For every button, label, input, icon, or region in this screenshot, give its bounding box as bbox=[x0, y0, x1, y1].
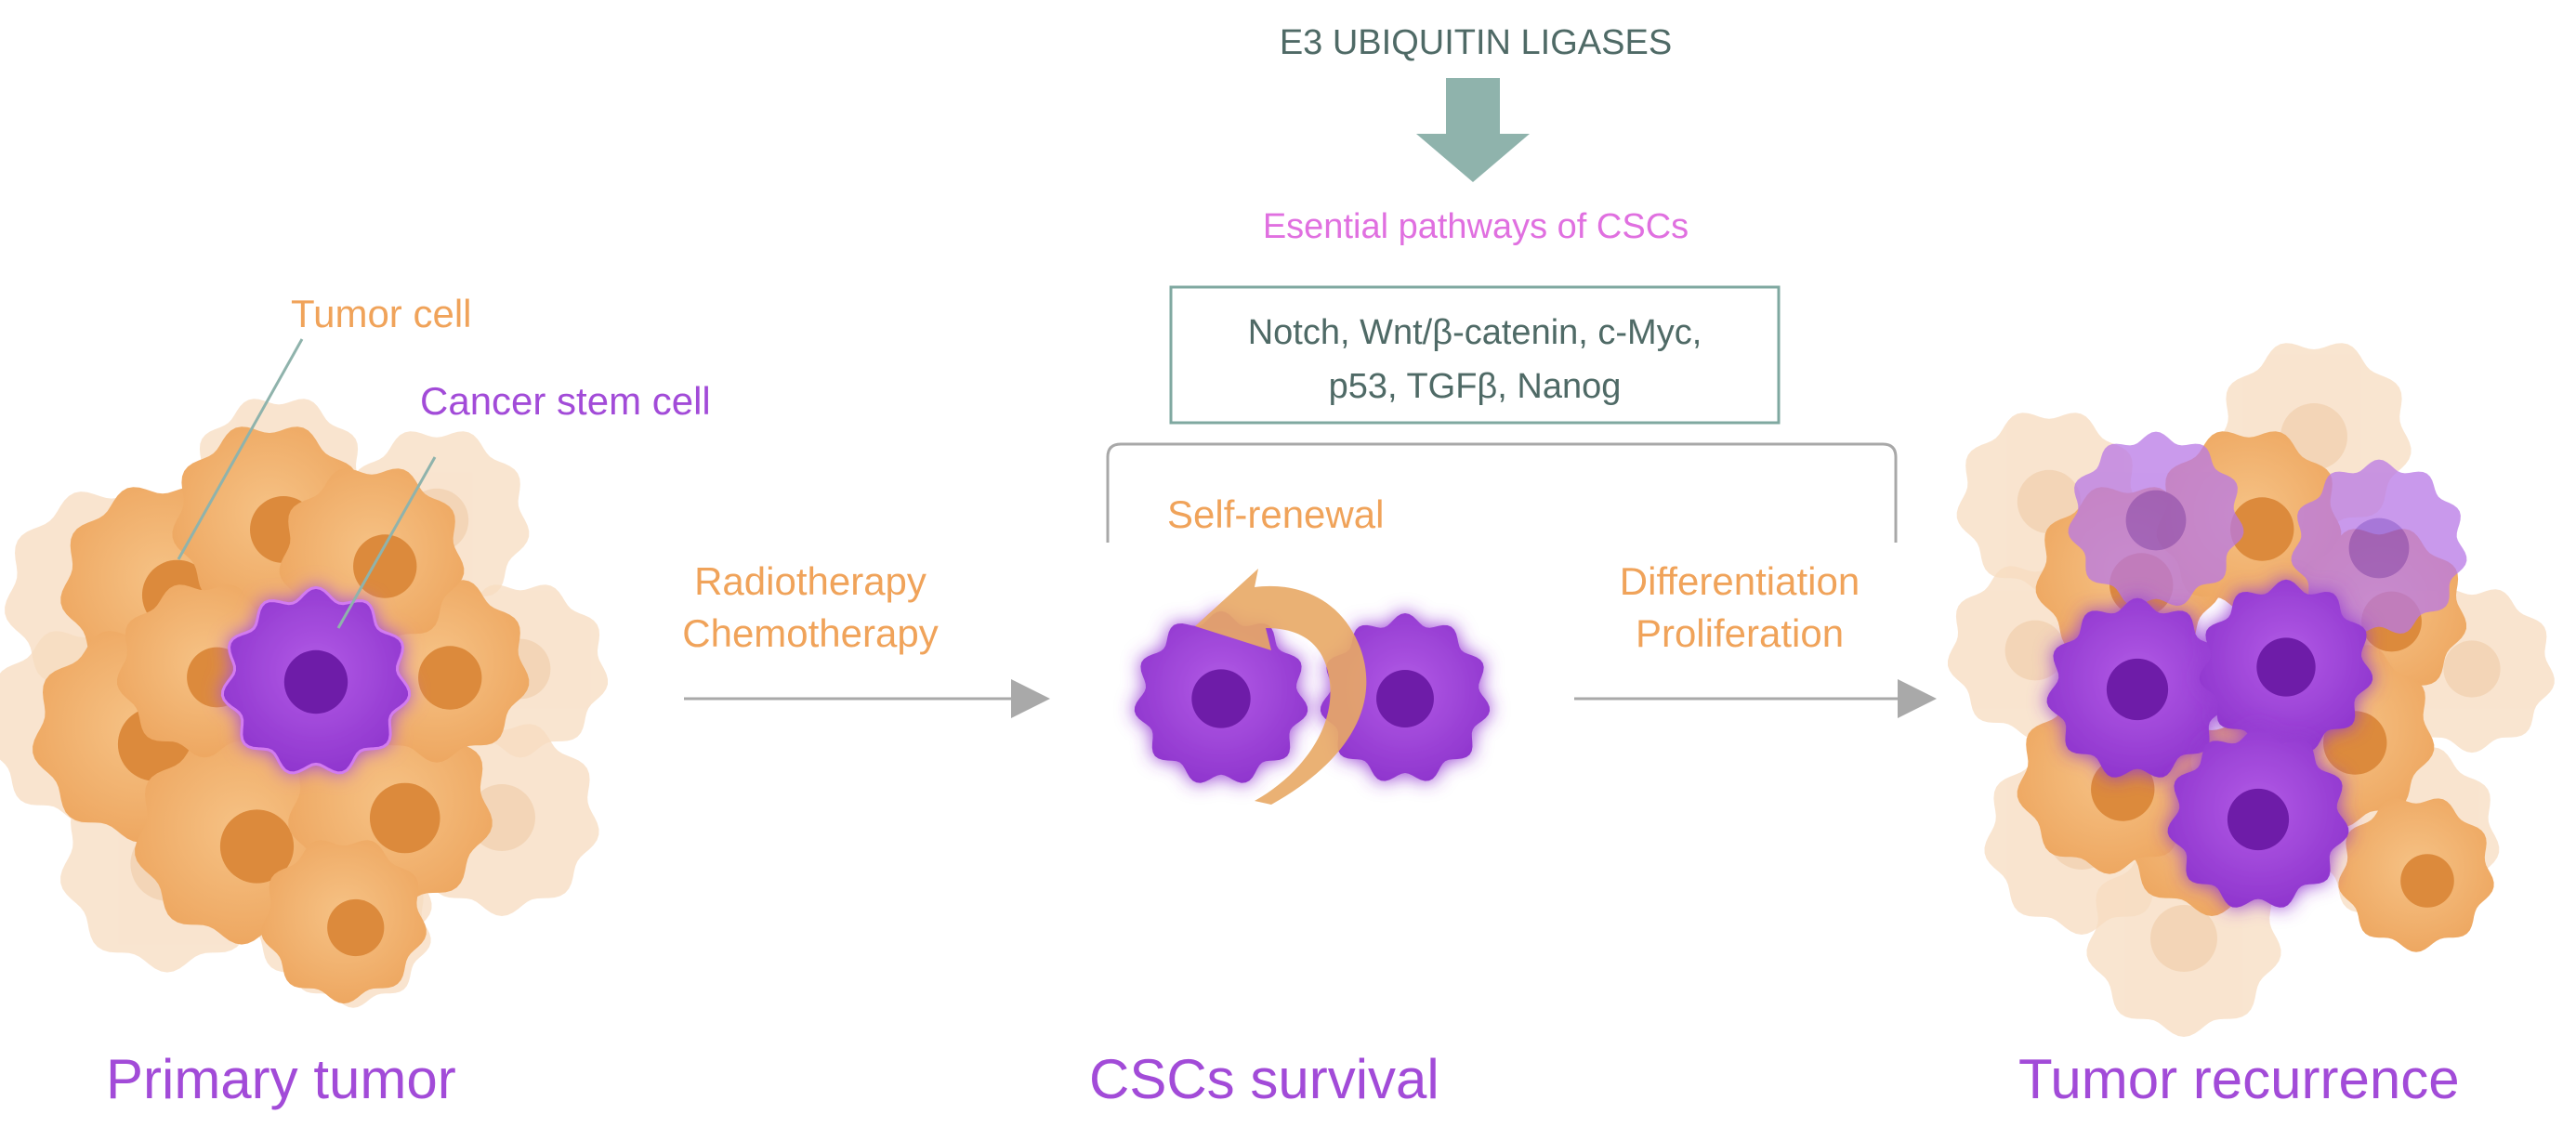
tumor-cell-pointer bbox=[177, 338, 304, 560]
tumor-cell bbox=[261, 840, 427, 1004]
csc-survival-cells bbox=[1134, 610, 1491, 783]
cancer-stem-cell-label: Cancer stem cell bbox=[420, 379, 711, 423]
cancer-stem-cell bbox=[2046, 597, 2228, 778]
primary-tumor-cluster bbox=[0, 399, 608, 1008]
cancer-stem-cell bbox=[2291, 459, 2467, 634]
tumor-cell bbox=[2338, 798, 2494, 952]
proliferation-label: Proliferation bbox=[1636, 611, 1844, 655]
chemotherapy-label: Chemotherapy bbox=[682, 611, 938, 655]
pathways-line-2: p53, TGFβ, Nanog bbox=[1329, 367, 1622, 406]
differentiation-label: Differentiation bbox=[1620, 559, 1860, 603]
cancer-stem-cell bbox=[220, 585, 412, 775]
cscs-survival-title: CSCs survival bbox=[1089, 1048, 1439, 1110]
cancer-stem-cell bbox=[1134, 610, 1308, 783]
pathways-box bbox=[1169, 285, 1781, 425]
cancer-stem-cell bbox=[1320, 613, 1491, 781]
pathways-bracket bbox=[1106, 442, 1898, 543]
radiotherapy-label: Radiotherapy bbox=[694, 559, 927, 603]
primary-tumor-title: Primary tumor bbox=[106, 1048, 456, 1110]
cancer-stem-cell bbox=[2167, 727, 2349, 908]
curved-arrow-icon bbox=[1195, 569, 1367, 805]
self-renewal-label: Self-renewal bbox=[1167, 492, 1384, 536]
e3-ubiquitin-ligases-label: E3 UBIQUITIN LIGASES bbox=[1280, 23, 1672, 62]
tumor-recurrence-cluster bbox=[1948, 343, 2555, 1037]
stem-cell-pointer bbox=[336, 456, 437, 629]
down-arrow-icon bbox=[1416, 78, 1530, 182]
tumor-cell-label: Tumor cell bbox=[291, 292, 471, 335]
cancer-stem-cell bbox=[2068, 431, 2244, 606]
cancer-stem-cell bbox=[2199, 579, 2373, 752]
pathways-heading: Esential pathways of CSCs bbox=[1263, 207, 1689, 246]
tumor-recurrence-title: Tumor recurrence bbox=[2018, 1048, 2460, 1110]
pathways-line-1: Notch, Wnt/β-catenin, c-Myc, bbox=[1248, 313, 1702, 352]
